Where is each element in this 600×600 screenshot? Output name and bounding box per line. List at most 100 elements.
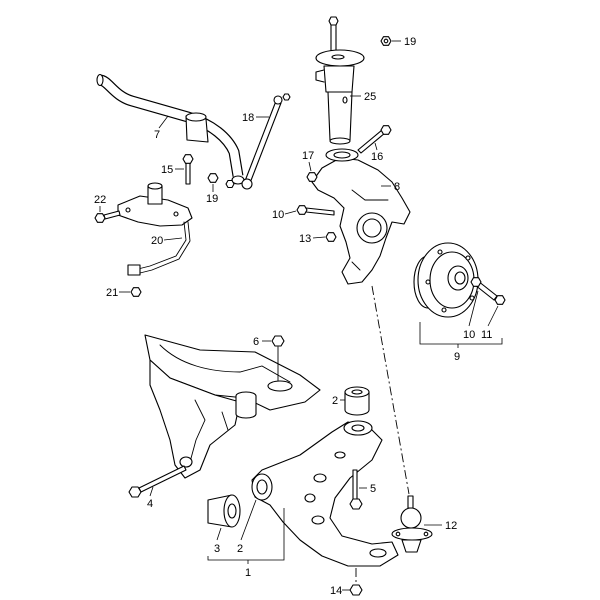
bracket-line bbox=[207, 508, 285, 564]
arm-front-bushing-inner bbox=[256, 479, 268, 495]
sensor-cap bbox=[147, 182, 163, 190]
leader-line bbox=[487, 305, 499, 327]
knuckle-bolt bbox=[296, 205, 335, 216]
coupling-rod bbox=[225, 93, 291, 190]
rod-lower-bolt bbox=[225, 179, 235, 189]
wheel-stud bbox=[441, 307, 447, 313]
callout-number: 4 bbox=[147, 498, 153, 510]
callout-number: 3 bbox=[214, 543, 220, 555]
hub-bore-inner bbox=[362, 218, 382, 238]
bracket-line bbox=[419, 322, 503, 348]
bolt-shaft bbox=[138, 465, 187, 493]
level-sensor bbox=[117, 182, 193, 276]
bracket-hole bbox=[125, 207, 131, 213]
leader-line bbox=[149, 486, 154, 497]
rear-bushing-body bbox=[344, 391, 370, 416]
hex-nut bbox=[130, 287, 142, 297]
strut-clamp-bore bbox=[333, 151, 351, 159]
dust-boot bbox=[323, 65, 355, 93]
bolt-shaft bbox=[185, 161, 191, 185]
nut-bore bbox=[383, 38, 389, 44]
leader-line bbox=[374, 142, 378, 151]
hex-nut bbox=[271, 335, 285, 347]
sensor-linkage-arm bbox=[139, 221, 191, 274]
callout-number: 14 bbox=[330, 585, 342, 597]
knuckle-edge-detail bbox=[351, 261, 361, 271]
wheel-stud bbox=[469, 295, 475, 301]
bar-end bbox=[96, 73, 104, 87]
hex-nut bbox=[306, 172, 318, 182]
wheel-stud bbox=[465, 255, 471, 261]
subframe-edge-detail bbox=[159, 344, 291, 383]
assembly-centerline bbox=[371, 285, 410, 495]
bolt-head bbox=[182, 154, 194, 164]
bolt-shaft bbox=[352, 469, 358, 501]
subframe bbox=[144, 334, 321, 479]
callout-number: 20 bbox=[151, 235, 163, 247]
tube-port bbox=[342, 96, 348, 104]
stabilizer-bar bbox=[96, 73, 245, 185]
callout-number: 21 bbox=[106, 287, 118, 299]
subframe-bolt bbox=[128, 465, 187, 498]
flange-hole bbox=[423, 531, 429, 537]
ball-joint-ball bbox=[400, 507, 422, 529]
control-arm bbox=[251, 420, 399, 567]
bolt-head bbox=[296, 205, 308, 215]
callout-number: 16 bbox=[371, 151, 383, 163]
rear-bushing-bore bbox=[351, 389, 363, 395]
callout-number: 10 bbox=[272, 209, 284, 221]
hub-center-bore bbox=[454, 271, 466, 285]
bolt-shaft bbox=[305, 207, 335, 216]
leader-line bbox=[158, 115, 169, 129]
strut-nut bbox=[380, 36, 392, 46]
arm-bolt bbox=[349, 469, 363, 510]
hex-nut bbox=[325, 232, 337, 242]
shock-absorber bbox=[315, 16, 365, 145]
callout-number: 1 bbox=[245, 567, 251, 579]
wheel-stud bbox=[437, 249, 443, 255]
leader-line bbox=[240, 499, 257, 541]
leader-line bbox=[312, 236, 326, 239]
callout-number: 9 bbox=[454, 351, 460, 363]
callout-number: 11 bbox=[481, 329, 492, 341]
front-bushing bbox=[207, 494, 241, 528]
arm-hole bbox=[334, 451, 346, 459]
top-nut bbox=[328, 16, 339, 26]
stabilizer-bar-fill bbox=[99, 75, 243, 177]
leader-line bbox=[468, 290, 479, 327]
leader-line bbox=[163, 237, 183, 241]
callout-number: 8 bbox=[394, 181, 400, 193]
callout-number: 13 bbox=[299, 233, 311, 245]
bolt-head bbox=[470, 277, 482, 287]
callout-number: 5 bbox=[370, 483, 376, 495]
spring-seat-hole bbox=[331, 54, 345, 60]
subframe-edge-detail bbox=[221, 411, 229, 431]
bolt-head bbox=[128, 486, 142, 498]
bracket-bolt bbox=[94, 210, 121, 223]
callout-number: 2 bbox=[237, 543, 243, 555]
arm-hole bbox=[304, 493, 316, 503]
hex-nut bbox=[349, 584, 363, 596]
callout-number: 22 bbox=[94, 194, 106, 206]
bolt-head bbox=[94, 213, 106, 223]
leader-line bbox=[284, 210, 297, 215]
wheel-bearing-housing bbox=[311, 148, 411, 285]
callout-number: 17 bbox=[302, 150, 314, 162]
rod-lower-joint bbox=[241, 178, 253, 190]
callout-number: 18 bbox=[242, 112, 254, 124]
leader-line bbox=[216, 527, 222, 541]
callout-number: 6 bbox=[253, 336, 259, 348]
subframe-mount-plate bbox=[267, 380, 293, 392]
rod-upper-nut bbox=[282, 93, 291, 101]
sensor-linkage-arm bbox=[137, 221, 187, 270]
callout-number: 15 bbox=[161, 164, 173, 176]
hex-nut bbox=[207, 173, 219, 183]
callout-number: 19 bbox=[206, 193, 218, 205]
callout-number: 19 bbox=[404, 36, 416, 48]
subframe-bolt-hole bbox=[179, 456, 193, 468]
subframe-front-leg bbox=[149, 359, 241, 479]
bracket-hole bbox=[173, 211, 179, 217]
rod-upper-joint bbox=[273, 95, 283, 105]
